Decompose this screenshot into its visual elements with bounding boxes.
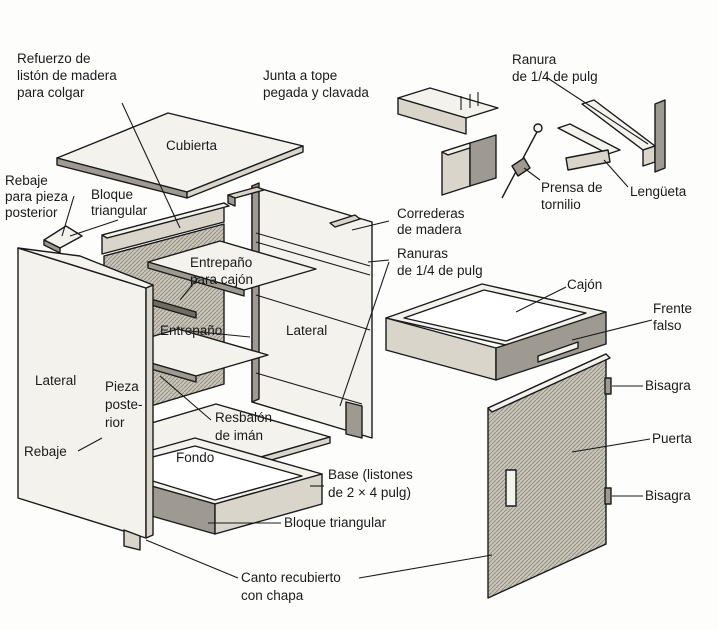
label-bisagra-bottom: Bisagra: [645, 488, 691, 503]
left-lateral: [17, 247, 154, 551]
triangular-block-top: [43, 225, 83, 254]
label-fondo: Fondo: [176, 450, 214, 465]
groove-tongue-detail: [557, 99, 666, 173]
butt-joint-detail: [397, 87, 499, 196]
label-bloque-triangular-bottom: Bloque triangular: [284, 515, 387, 530]
label-cubierta: Cubierta: [166, 138, 218, 153]
door: [487, 353, 612, 599]
right-lateral: [227, 182, 373, 439]
leader-lines: [61, 76, 653, 579]
label-lateral-right: Lateral: [286, 323, 327, 338]
label-entrepano: Entrepaño: [160, 323, 222, 338]
label-lateral-left: Lateral: [35, 373, 76, 388]
label-bisagra-top: Bisagra: [645, 378, 691, 393]
label-lengueta: Lengüeta: [630, 184, 687, 199]
hanging-rail: [101, 202, 230, 255]
label-puerta: Puerta: [652, 431, 692, 446]
screw-clamp-detail: [501, 123, 543, 199]
drawer: [385, 283, 607, 381]
label-rebaje: Rebaje: [24, 444, 67, 459]
top-panel: [56, 112, 304, 199]
label-cajon: Cajón: [567, 277, 602, 292]
